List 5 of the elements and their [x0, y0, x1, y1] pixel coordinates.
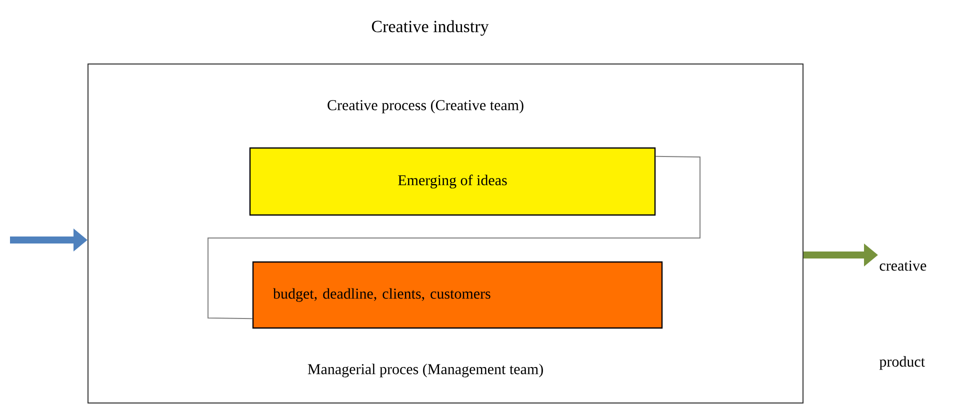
- output-label: creative product: [879, 260, 926, 370]
- process-box: budget, deadline, clients, customers: [252, 261, 663, 329]
- connector-line: [208, 156, 700, 320]
- title: Creative industry: [372, 20, 489, 36]
- process-box: Emerging of ideas: [249, 147, 656, 216]
